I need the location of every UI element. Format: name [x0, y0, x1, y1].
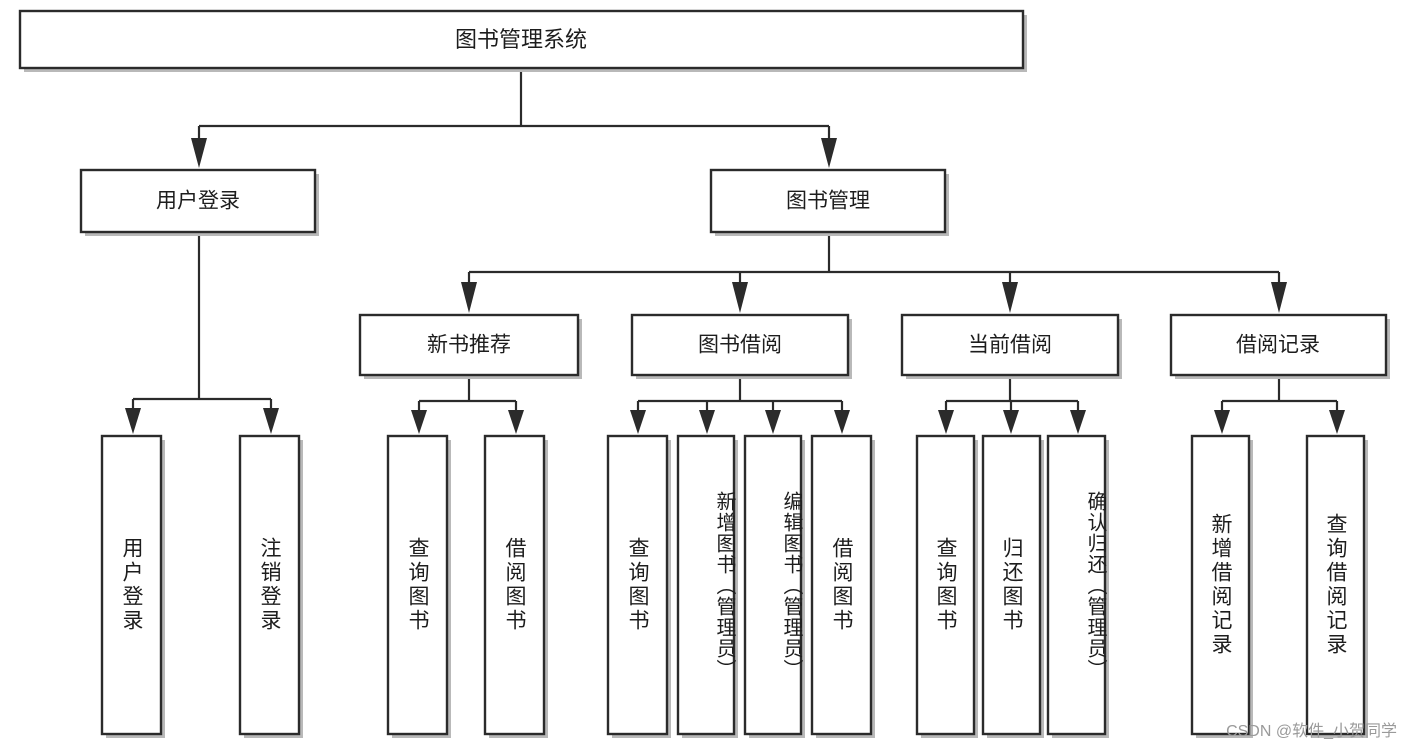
node-root-label: 图书管理系统 — [455, 27, 587, 52]
leaf-query-book-1[interactable] — [386, 434, 451, 738]
watermark: CSDN @软件_小贺同学 — [1226, 723, 1397, 740]
leaf-return-book[interactable] — [981, 434, 1044, 738]
node-root[interactable]: 图书管理系统 — [18, 9, 1027, 72]
leaf-logout[interactable] — [238, 434, 303, 738]
node-book-manage[interactable]: 图书管理 — [709, 168, 949, 236]
leaf-borrow-book-1[interactable] — [483, 434, 548, 738]
node-borrow-record[interactable]: 借阅记录 — [1169, 313, 1390, 379]
node-current-borrow[interactable]: 当前借阅 — [900, 313, 1122, 379]
leaf-query-record[interactable] — [1305, 434, 1368, 738]
leaf-add-book[interactable] — [676, 434, 738, 738]
leaf-edit-book[interactable] — [743, 434, 805, 738]
leaf-add-record[interactable] — [1190, 434, 1253, 738]
node-book-borrow-label: 图书借阅 — [698, 334, 782, 357]
node-new-book-recommend[interactable]: 新书推荐 — [358, 313, 582, 379]
connectors — [125, 68, 1345, 434]
leaf-borrow-book-2[interactable] — [810, 434, 875, 738]
leaf-query-book-3[interactable] — [915, 434, 978, 738]
leaf-confirm-return[interactable] — [1046, 434, 1109, 738]
leaf-query-book-2[interactable] — [606, 434, 671, 738]
node-book-borrow[interactable]: 图书借阅 — [630, 313, 852, 379]
leaf-user-login[interactable] — [100, 434, 165, 738]
node-book-manage-label: 图书管理 — [786, 190, 870, 213]
node-borrow-record-label: 借阅记录 — [1236, 334, 1320, 357]
node-current-borrow-label: 当前借阅 — [968, 334, 1052, 357]
node-new-book-recommend-label: 新书推荐 — [427, 334, 511, 357]
node-user-login[interactable]: 用户登录 — [79, 168, 319, 236]
node-user-login-label: 用户登录 — [156, 190, 240, 213]
leaf-boxes — [100, 434, 1368, 738]
